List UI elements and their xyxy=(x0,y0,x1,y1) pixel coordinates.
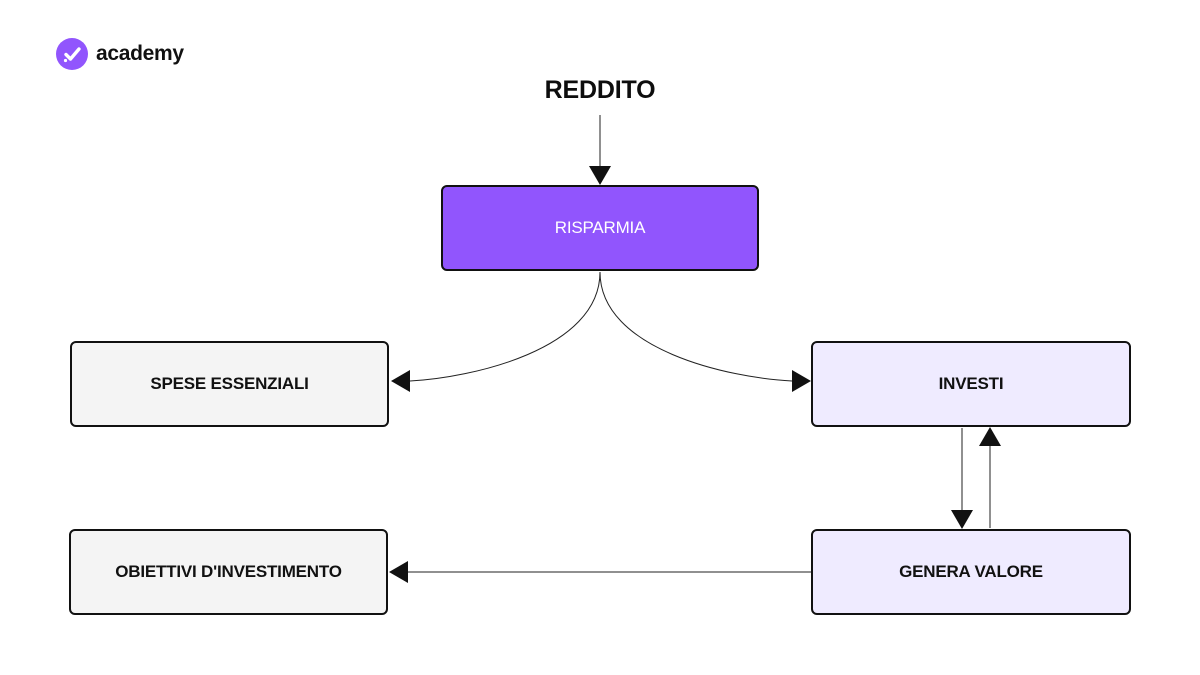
brand-logo: academy xyxy=(56,38,184,70)
edge-risparmia-investi xyxy=(599,271,793,382)
node-genera-valore-label: GENERA VALORE xyxy=(899,562,1043,581)
edge-risparmia-spese xyxy=(409,271,601,382)
arrowhead-obiettivi xyxy=(389,561,408,583)
arrowhead-investi-return xyxy=(979,427,1001,446)
diagram-title: REDDITO xyxy=(544,76,656,104)
node-investi: INVESTI xyxy=(811,341,1131,427)
node-obiettivi-investimento-label: OBIETTIVI D'INVESTIMENTO xyxy=(115,562,342,581)
arrowhead-risparmia xyxy=(589,166,611,185)
node-investi-label: INVESTI xyxy=(938,374,1004,393)
node-genera-valore: GENERA VALORE xyxy=(811,529,1131,615)
node-obiettivi-investimento: OBIETTIVI D'INVESTIMENTO xyxy=(69,529,388,615)
checkmark-icon xyxy=(56,38,88,70)
arrowhead-spese xyxy=(391,370,410,392)
arrowhead-investi xyxy=(792,370,811,392)
node-risparmia-label: RISPARMIA xyxy=(554,218,646,237)
node-risparmia: RISPARMIA xyxy=(441,185,759,271)
arrowhead-genera xyxy=(951,510,973,529)
node-spese-essenziali: SPESE ESSENZIALI xyxy=(70,341,389,427)
node-spese-essenziali-label: SPESE ESSENZIALI xyxy=(150,374,309,393)
brand-name: academy xyxy=(96,42,184,65)
